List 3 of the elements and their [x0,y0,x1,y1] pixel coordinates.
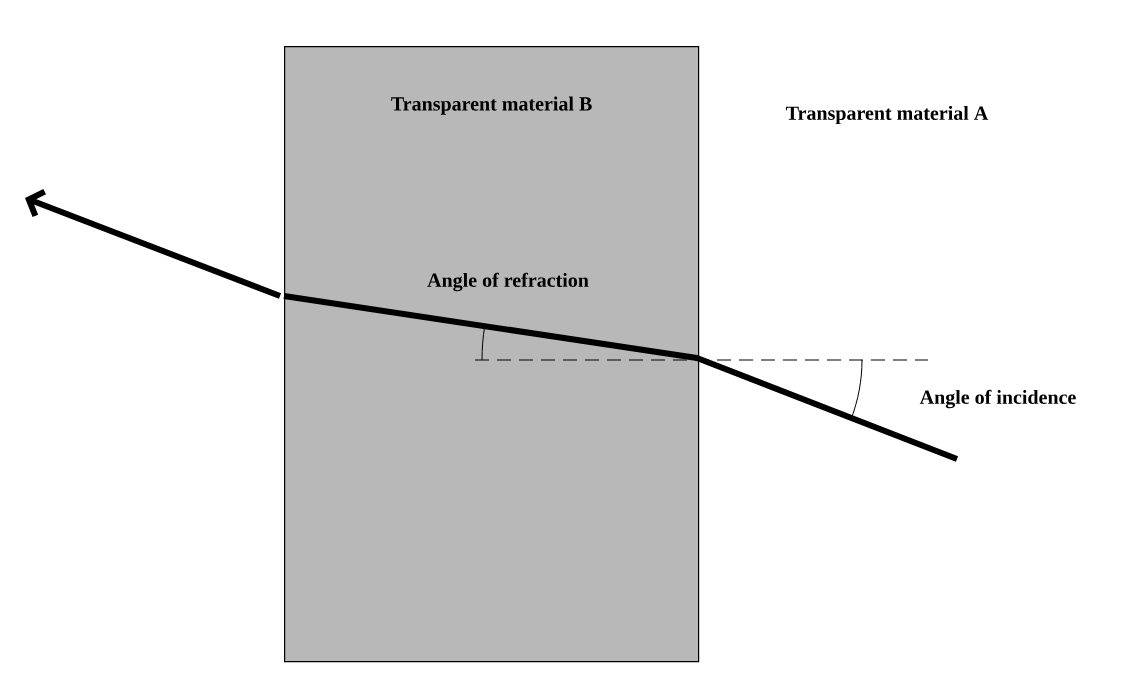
text-label: Angle of refraction [427,272,589,292]
text-label: Transparent material A [786,105,989,125]
text-label: Angle of incidence [919,389,1076,409]
